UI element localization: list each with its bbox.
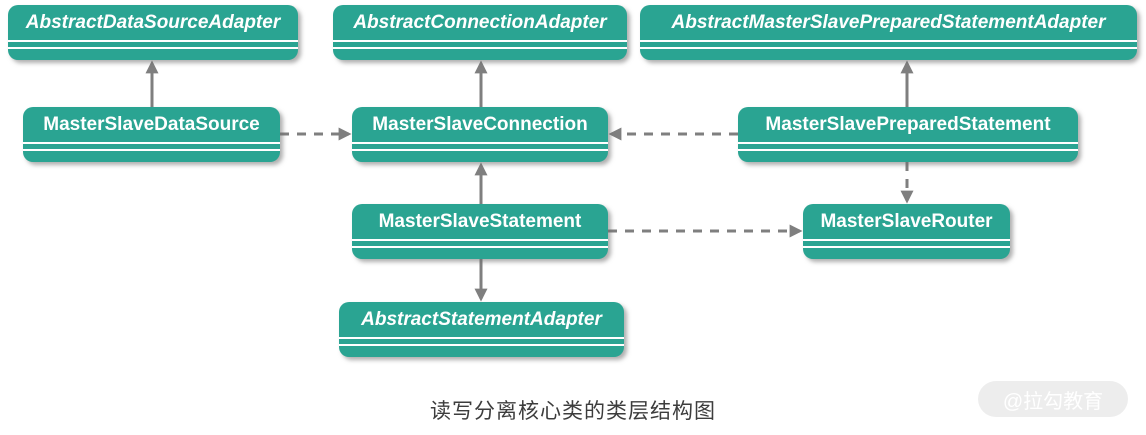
watermark-badge: @拉勾教育 xyxy=(978,381,1128,417)
diagram-caption: 读写分离核心类的类层结构图 xyxy=(430,400,716,423)
class-name-label: MasterSlavePreparedStatement xyxy=(765,113,1051,135)
fields-compartment xyxy=(339,337,624,344)
fields-compartment xyxy=(352,239,608,246)
class-node-abstract-datasource-adapter: AbstractDataSourceAdapter xyxy=(8,5,298,60)
methods-compartment xyxy=(333,47,627,60)
class-node-masterslave-statement: MasterSlaveStatement xyxy=(352,204,608,259)
class-node-abstract-connection-adapter: AbstractConnectionAdapter xyxy=(333,5,627,60)
methods-compartment xyxy=(339,344,624,357)
class-name-label: AbstractDataSourceAdapter xyxy=(25,11,281,33)
methods-compartment xyxy=(8,47,298,60)
class-name-label: MasterSlaveRouter xyxy=(820,210,993,232)
fields-compartment xyxy=(352,142,608,149)
methods-compartment xyxy=(803,246,1010,259)
class-name-label: MasterSlaveConnection xyxy=(372,113,588,135)
fields-compartment xyxy=(23,142,280,149)
class-name-label: AbstractStatementAdapter xyxy=(361,308,602,330)
methods-compartment xyxy=(738,149,1078,162)
class-name-label: AbstractConnectionAdapter xyxy=(353,11,607,33)
class-name-label: AbstractMasterSlavePreparedStatementAdap… xyxy=(671,11,1106,33)
class-node-abstract-statement-adapter: AbstractStatementAdapter xyxy=(339,302,624,357)
methods-compartment xyxy=(640,47,1137,60)
methods-compartment xyxy=(23,149,280,162)
fields-compartment xyxy=(738,142,1078,149)
methods-compartment xyxy=(352,149,608,162)
class-node-masterslave-preparedstatement: MasterSlavePreparedStatement xyxy=(738,107,1078,162)
class-node-abstract-masterslave-preparedstatement-adapter: AbstractMasterSlavePreparedStatementAdap… xyxy=(640,5,1137,60)
class-name-label: MasterSlaveDataSource xyxy=(43,113,260,135)
methods-compartment xyxy=(352,246,608,259)
class-node-masterslave-connection: MasterSlaveConnection xyxy=(352,107,608,162)
fields-compartment xyxy=(333,40,627,47)
class-node-masterslave-router: MasterSlaveRouter xyxy=(803,204,1010,259)
class-name-label: MasterSlaveStatement xyxy=(378,210,582,232)
fields-compartment xyxy=(640,40,1137,47)
fields-compartment xyxy=(8,40,298,47)
watermark-text: @拉勾教育 xyxy=(1002,390,1104,413)
fields-compartment xyxy=(803,239,1010,246)
class-node-masterslave-datasource: MasterSlaveDataSource xyxy=(23,107,280,162)
